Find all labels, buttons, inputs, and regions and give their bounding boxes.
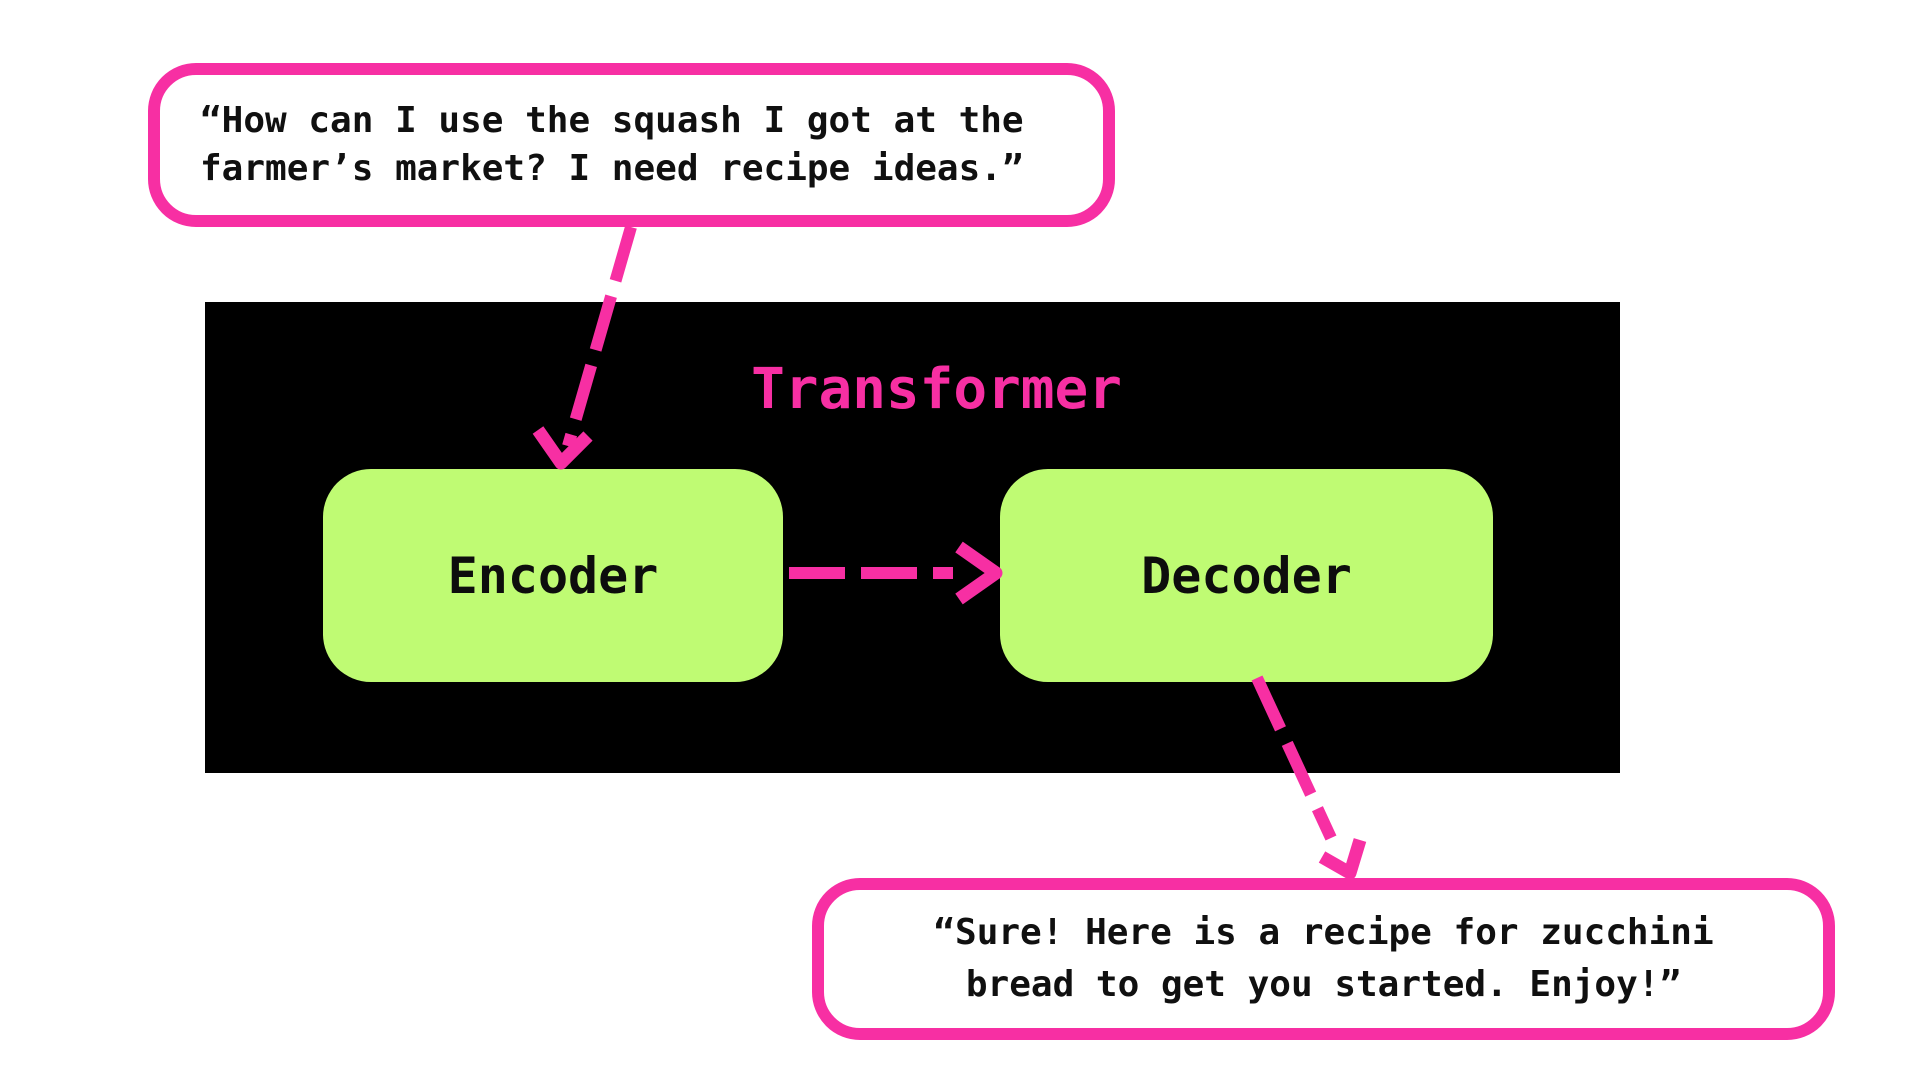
decoder-block: Decoder	[1000, 469, 1493, 682]
model-response-bubble: “Sure! Here is a recipe for zucchini bre…	[812, 878, 1835, 1040]
encoder-block: Encoder	[323, 469, 783, 682]
decoder-label: Decoder	[1141, 546, 1352, 605]
encoder-label: Encoder	[447, 546, 659, 605]
transformer-title: Transformer	[751, 357, 1122, 422]
model-response-line-2: bread to get you started. Enjoy!”	[965, 964, 1682, 1005]
user-prompt-bubble: “How can I use the squash I got at the f…	[148, 63, 1115, 227]
model-response-line-1: “Sure! Here is a recipe for zucchini	[933, 912, 1714, 953]
user-prompt-line-1: “How can I use the squash I got at the	[200, 100, 1024, 141]
user-prompt-line-2: farmer’s market? I need recipe ideas.”	[200, 148, 1024, 189]
transformer-panel: Transformer Encoder Decoder	[205, 302, 1620, 773]
